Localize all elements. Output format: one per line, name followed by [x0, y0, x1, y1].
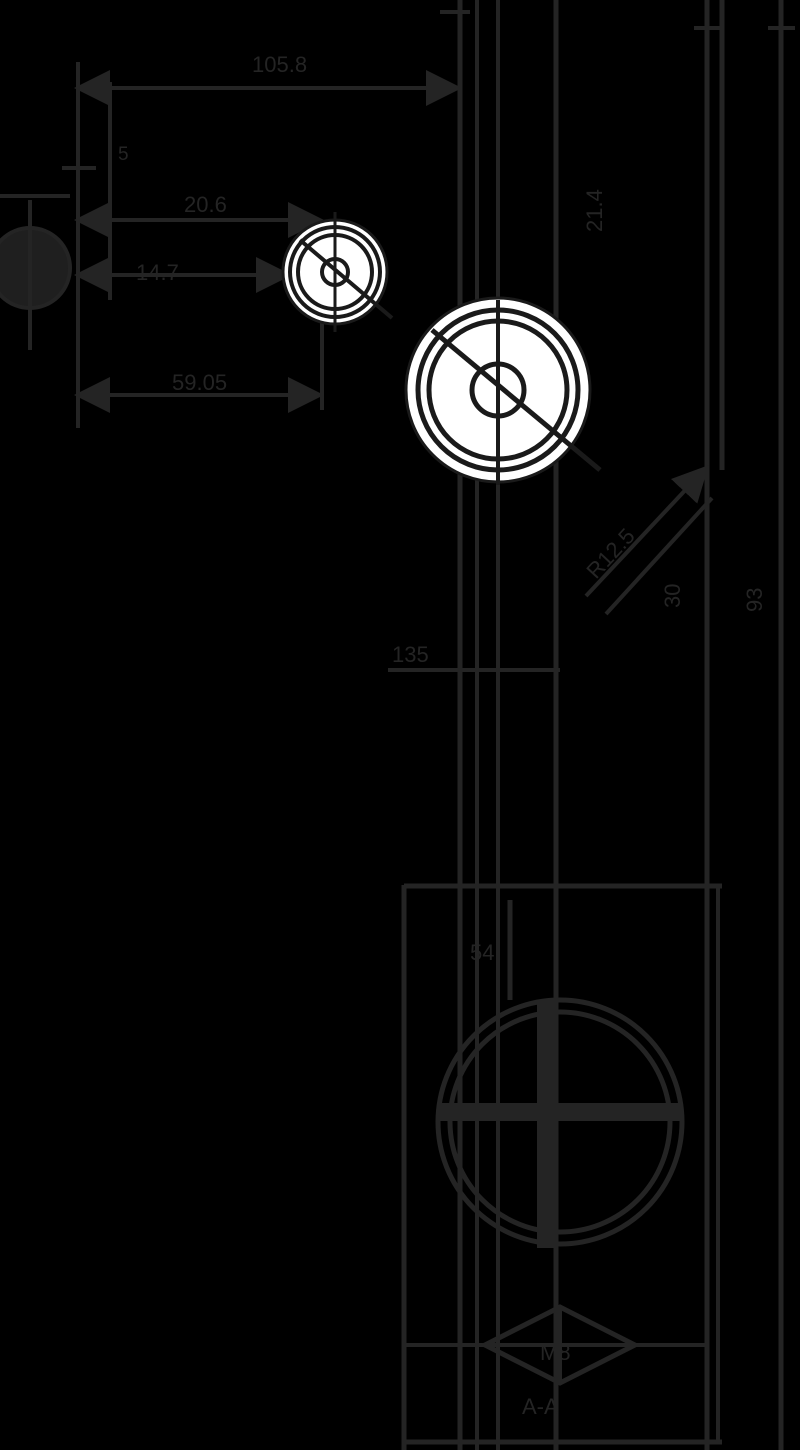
small-bearing-leader [298, 238, 394, 320]
bottom-detail-label: M8 [540, 1340, 571, 1365]
large-bearing-leader [430, 328, 602, 472]
section-label: A-A [522, 1394, 559, 1419]
end-cap-outer [435, 997, 685, 1247]
vertical-edge-group [401, 0, 784, 1450]
thread-callout-diamond [479, 1304, 641, 1386]
dim-lower-left-span-label: 59.05 [172, 370, 227, 395]
dim-top-overall-label: 105.8 [252, 52, 307, 77]
end-cap-inner [447, 1009, 673, 1235]
dim-upper-left-short-label: 5 [118, 144, 129, 165]
left-dimension-group [0, 62, 462, 428]
large-bearing [404, 296, 602, 485]
leader-diag-1 [584, 465, 709, 598]
right-upper-vertical-label: 21.4 [582, 189, 607, 232]
center-vertical-label: 135 [392, 642, 429, 667]
leader-diagonal-a-label: R12.5 [581, 523, 639, 583]
leader-diagonal-b-label: 30 [660, 584, 685, 608]
dim-upper-left-lower-label: 14.7 [136, 260, 179, 285]
dim-upper-left-mid-label: 20.6 [184, 192, 227, 217]
diagonal-leader-group [584, 465, 714, 616]
right-lower-vertical-label: 93 [742, 588, 767, 612]
top-tick-group [440, 10, 795, 30]
end-cap-circle [435, 900, 685, 1248]
small-bearing [281, 212, 394, 332]
lower-body-group [404, 883, 722, 1445]
leader-diag-2 [604, 496, 714, 616]
left-profile-node [0, 200, 72, 350]
lower-box-label: 54 [470, 940, 494, 965]
